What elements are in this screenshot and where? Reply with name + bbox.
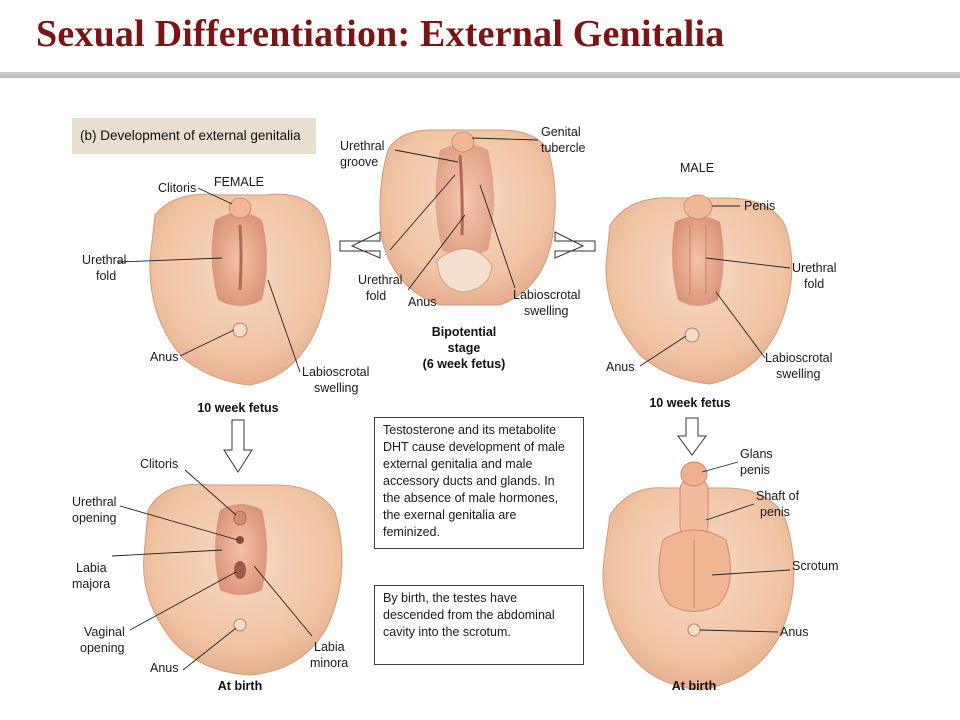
caption-male-10wk: 10 week fetus <box>649 396 730 410</box>
label-vaginal-opening-1: Vaginal <box>84 625 125 639</box>
labels-male-birth: Glans penis Shaft of penis Scrotum Anus … <box>672 447 839 693</box>
label-urethral-groove-2: groove <box>340 155 378 169</box>
label-labia-minora-1: Labia <box>314 640 345 654</box>
label-genital-tubercle-2: tubercle <box>541 141 586 155</box>
label-female-heading: FEMALE <box>214 175 264 189</box>
label-labia-minora-2: minora <box>310 656 348 670</box>
male-birth-illustration <box>602 461 795 691</box>
label-center-urethral-fold-1: Urethral <box>358 273 402 287</box>
arrow-to-male <box>554 231 596 259</box>
label-shaft-1: Shaft of <box>756 489 800 503</box>
female-birth-illustration <box>143 483 343 676</box>
caption-female-10wk: 10 week fetus <box>197 401 278 415</box>
label-labia-majora-1: Labia <box>76 561 107 575</box>
arrow-male-down <box>677 417 707 456</box>
label-center-urethral-fold-2: fold <box>366 289 386 303</box>
label-vaginal-opening-2: opening <box>80 641 125 655</box>
label-male-penis: Penis <box>744 199 775 213</box>
label-male-heading: MALE <box>680 161 714 175</box>
label-female-labioscrotal-1: Labioscrotal <box>302 365 369 379</box>
labels-female-10wk: FEMALE Clitoris Urethral fold Anus Labio… <box>82 175 369 415</box>
caption-bipotential-1: Bipotential <box>432 325 497 339</box>
label-female-clitoris: Clitoris <box>158 181 196 195</box>
bipotential-illustration <box>379 129 556 306</box>
label-male-urethral-fold-1: Urethral <box>792 261 836 275</box>
label-urethral-groove-1: Urethral <box>340 139 384 153</box>
label-glans-1: Glans <box>740 447 773 461</box>
label-shaft-2: penis <box>760 505 790 519</box>
female-10-week-illustration <box>149 193 332 386</box>
labels-center: Urethral groove Genital tubercle Urethra… <box>340 125 586 371</box>
title-divider <box>0 72 960 78</box>
label-urethral-opening-2: opening <box>72 511 117 525</box>
arrow-female-down <box>223 419 253 473</box>
caption-bipotential-3: (6 week fetus) <box>423 357 506 371</box>
arrow-to-female <box>339 231 381 259</box>
label-male-birth-anus: Anus <box>780 625 809 639</box>
figure-header: (b) Development of external genitalia <box>72 118 316 154</box>
label-female-urethral-fold-2: fold <box>96 269 116 283</box>
label-glans-2: penis <box>740 463 770 477</box>
label-center-labioscrotal-1: Labioscrotal <box>513 288 580 302</box>
caption-male-birth: At birth <box>672 679 716 693</box>
note-testes-descent: By birth, the testes have descended from… <box>374 585 584 665</box>
label-center-anus: Anus <box>408 295 437 309</box>
label-center-labioscrotal-2: swelling <box>524 304 569 318</box>
caption-bipotential-2: stage <box>448 341 481 355</box>
label-scrotum: Scrotum <box>792 559 839 573</box>
labels-female-birth: Clitoris Urethral opening Labia majora V… <box>72 457 348 693</box>
slide-title: Sexual Differentiation: External Genital… <box>36 13 725 55</box>
labels-male-10wk: MALE Penis Urethral fold Anus Labioscrot… <box>606 161 836 410</box>
label-male-labioscrotal-1: Labioscrotal <box>765 351 832 365</box>
label-female-labioscrotal-2: swelling <box>314 381 359 395</box>
caption-female-birth: At birth <box>218 679 262 693</box>
label-labia-majora-2: majora <box>72 577 110 591</box>
leader-lines <box>111 137 791 671</box>
label-genital-tubercle-1: Genital <box>541 125 581 139</box>
label-male-anus: Anus <box>606 360 635 374</box>
male-10-week-illustration <box>605 194 793 385</box>
label-female-anus: Anus <box>150 350 179 364</box>
note-testosterone: Testosterone and its metabolite DHT caus… <box>374 417 584 549</box>
label-male-urethral-fold-2: fold <box>804 277 824 291</box>
label-female-urethral-fold-1: Urethral <box>82 253 126 267</box>
label-urethral-opening-1: Urethral <box>72 495 116 509</box>
label-birth-anus: Anus <box>150 661 179 675</box>
label-birth-clitoris: Clitoris <box>140 457 178 471</box>
label-male-labioscrotal-2: swelling <box>776 367 821 381</box>
